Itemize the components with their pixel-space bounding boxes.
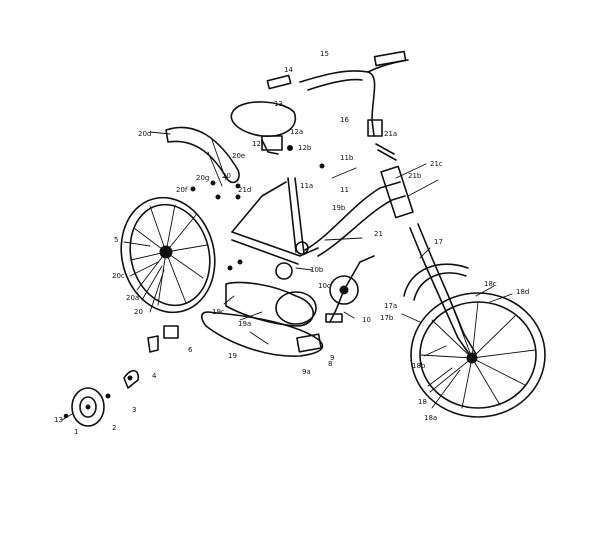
callout-8: 8 xyxy=(328,360,332,368)
hardware-fasteners xyxy=(63,145,325,419)
leader-lines xyxy=(123,131,513,409)
rear-wheel xyxy=(120,196,216,314)
callout-20f: 20f xyxy=(176,186,188,194)
callout-17a: 17a xyxy=(384,302,397,310)
callout-16: 16 xyxy=(340,116,349,124)
callout-9a: 9a xyxy=(302,368,311,376)
handlebar-assembly xyxy=(266,50,409,161)
chain xyxy=(200,311,324,357)
callout-12: 12 xyxy=(252,140,261,148)
callout-14: 14 xyxy=(284,66,293,74)
callout-21a: 21a xyxy=(384,130,397,138)
callout-12a: 12a xyxy=(290,128,303,136)
callout-21c: 21c xyxy=(430,160,443,168)
callout-20d: 20d xyxy=(138,130,151,138)
callout-15: 15 xyxy=(320,50,329,58)
callout-4: 4 xyxy=(152,372,157,380)
callout-2: 2 xyxy=(112,424,116,432)
callout-19b: 19b xyxy=(332,204,346,212)
callout-labels: 1 2 3 4 5 6 8 9 9a 10 10b 10c 11 11a 11b… xyxy=(54,50,529,436)
pedal-parts xyxy=(123,325,322,389)
front-wheel xyxy=(410,292,546,418)
callout-10c: 10c xyxy=(318,282,331,290)
callout-18d: 18d xyxy=(516,288,529,296)
callout-9: 9 xyxy=(330,354,334,362)
callout-17: 17 xyxy=(434,238,443,246)
callout-19a: 19a xyxy=(238,320,251,328)
callout-19: 19 xyxy=(228,352,237,360)
callout-3: 3 xyxy=(132,406,136,414)
rear-fender xyxy=(165,126,240,187)
callout-17b: 17b xyxy=(380,314,394,322)
training-wheel xyxy=(61,387,105,427)
callout-20c: 20c xyxy=(112,272,125,280)
callout-18a: 18a xyxy=(424,414,437,422)
callout-20: 20 xyxy=(222,172,231,180)
callout-11a: 11a xyxy=(300,182,313,190)
callout-21b: 21b xyxy=(408,172,422,180)
front-fork xyxy=(403,223,477,359)
crank-sprocket xyxy=(275,241,375,323)
callout-13-lower: 13 xyxy=(54,416,63,424)
callout-20g: 20g xyxy=(196,174,209,182)
callout-20-lower: 20 xyxy=(134,308,143,316)
callout-13: 13 xyxy=(274,100,283,108)
callout-18b: 18b xyxy=(412,362,426,370)
callout-21: 21 xyxy=(374,230,383,238)
callout-10b: 10b xyxy=(310,266,324,274)
callout-1: 1 xyxy=(74,428,78,436)
callout-10: 10 xyxy=(362,316,371,324)
callout-5: 5 xyxy=(114,236,118,244)
callout-18c: 18c xyxy=(484,280,497,288)
callout-18: 18 xyxy=(418,398,427,406)
callout-11b: 11b xyxy=(340,154,354,162)
callout-11: 11 xyxy=(340,186,349,194)
callout-21d: 21d xyxy=(238,186,251,194)
callout-20a: 20a xyxy=(126,294,139,302)
callout-20e: 20e xyxy=(232,152,245,160)
callout-19c: 19c xyxy=(212,308,225,316)
bicycle-frame xyxy=(231,165,414,265)
callout-12b: 12b xyxy=(298,144,312,152)
callout-6: 6 xyxy=(188,346,193,354)
seat xyxy=(230,101,297,155)
